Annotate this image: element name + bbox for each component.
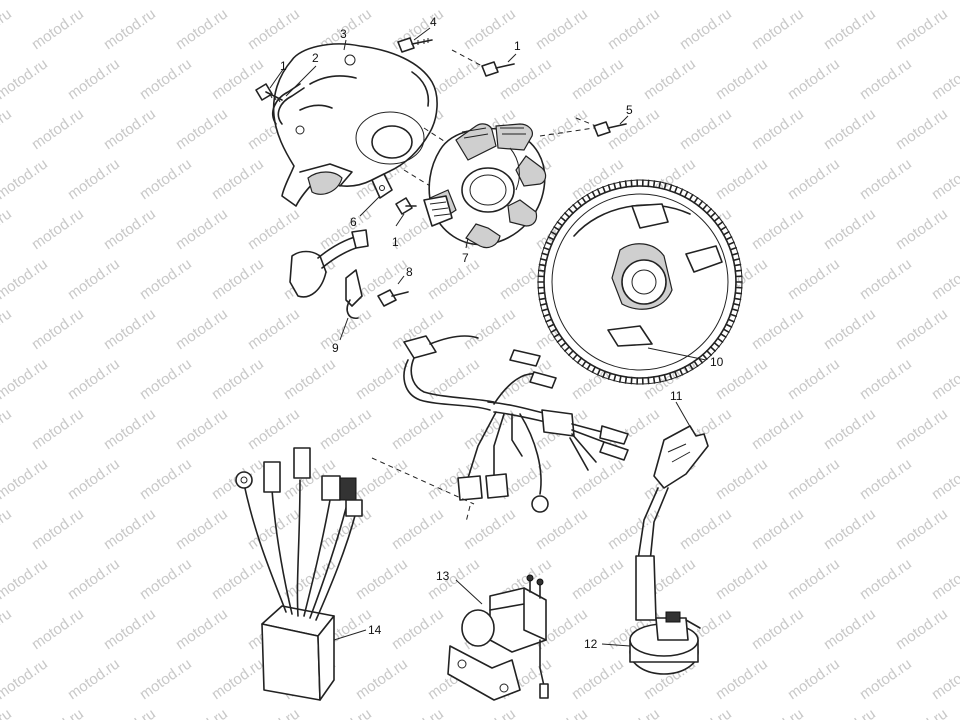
screw-8 [377,289,409,307]
callout-1-lower: 1 [392,235,399,249]
screw-1-top [451,49,515,77]
callout-9: 9 [332,341,339,355]
callout-2: 2 [312,51,319,65]
ring-gear-teeth [537,179,743,385]
callout-1-left: 1 [280,59,287,73]
callout-7: 7 [462,251,469,265]
callout-11: 11 [670,389,683,403]
ring-gear-outline [537,179,743,385]
ignition-coil-12 [629,555,701,675]
stator-coil-assembly [423,123,547,249]
screw-1-lower [395,197,417,215]
callout-14: 14 [368,623,382,637]
callout-8: 8 [406,265,413,279]
callout-6: 6 [350,215,357,229]
grommet-cable [289,229,369,298]
bracket-6 [371,173,393,199]
clip-2 [272,83,305,125]
wiring-harness [371,335,629,523]
cdi-module-14 [235,447,363,701]
callout-13: 13 [436,569,450,583]
flywheel [537,179,743,385]
spark-plug-cap-11 [637,425,709,563]
stator-plate [272,43,471,207]
callout-12: 12 [584,637,598,651]
screw-5 [539,117,627,137]
screw-1-left [255,83,283,103]
callout-4: 4 [430,15,437,29]
callout-3: 3 [340,27,347,41]
callout-1-top: 1 [514,39,521,53]
starter-solenoid-13 [447,574,549,701]
callout-labels: 1 2 3 4 1 5 6 1 7 8 9 10 11 12 13 14 [280,15,724,651]
screw-4 [397,37,433,53]
callout-10: 10 [710,355,724,369]
leader-lines [269,27,707,647]
cable-clamp-9 [345,269,363,320]
callout-5: 5 [626,103,633,117]
